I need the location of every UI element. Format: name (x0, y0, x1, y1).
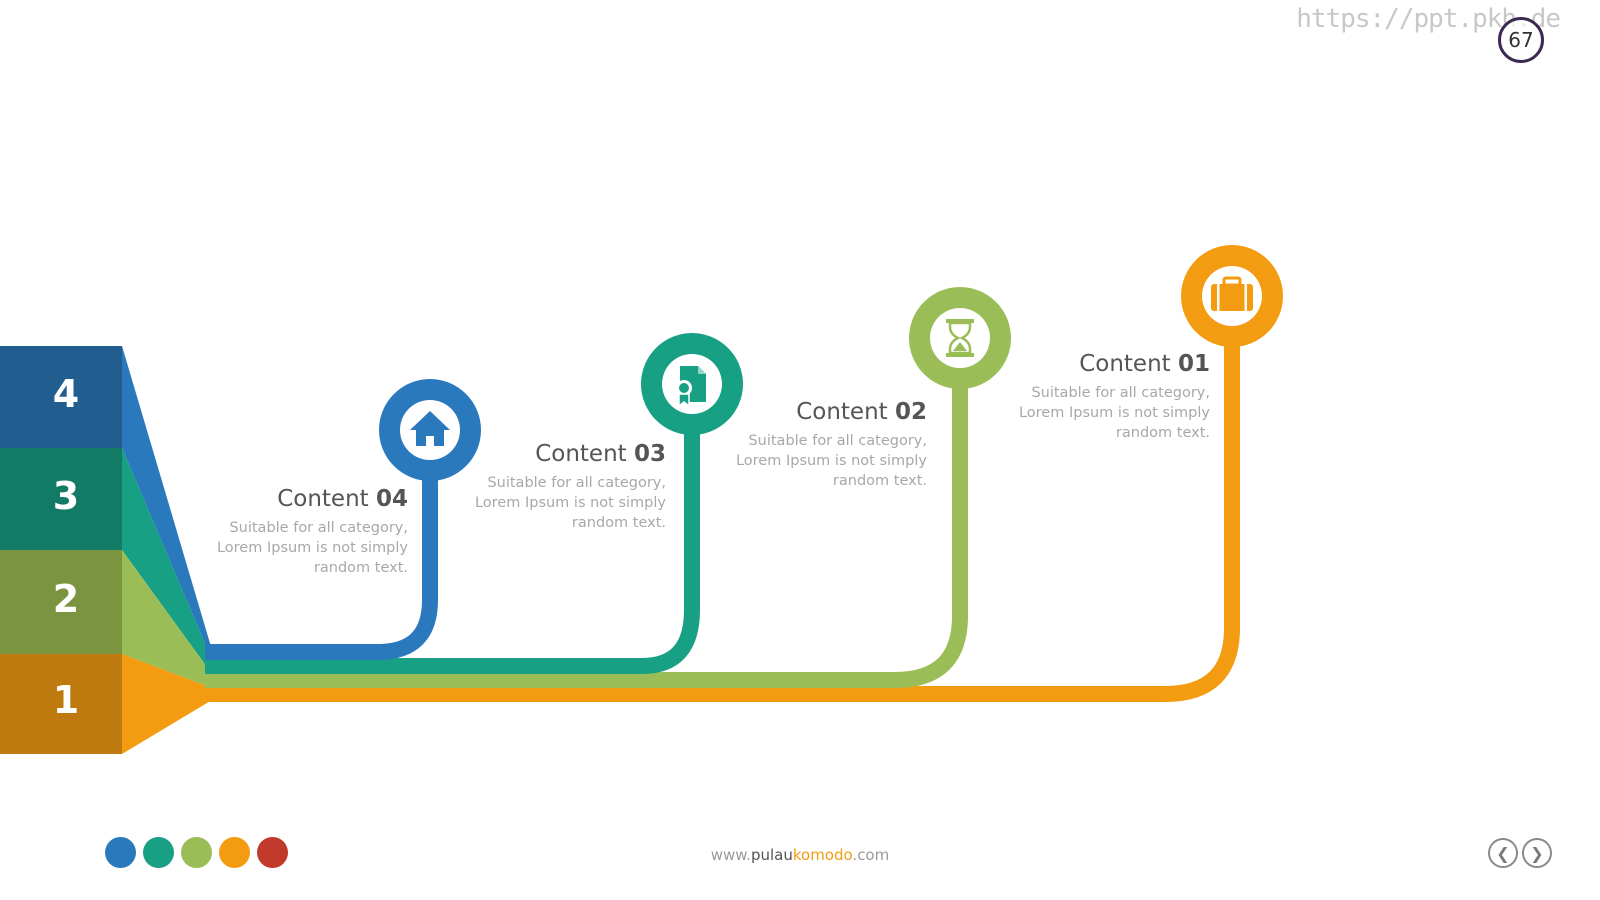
step-number-3: 3 (52, 474, 80, 518)
home-icon (410, 411, 450, 446)
certificate-icon (676, 366, 706, 408)
step-number-1: 1 (52, 678, 80, 722)
step-bar-1 (0, 654, 122, 754)
step-bar-4 (0, 346, 122, 448)
connector-line-01 (205, 296, 1240, 702)
connector-line-02 (205, 338, 968, 688)
content-description: Suitable for all category,Lorem Ipsum is… (1018, 385, 1210, 441)
node-04 (379, 379, 481, 481)
funnel-wedge-1 (122, 654, 212, 754)
hourglass-icon (946, 319, 974, 357)
step-bar-2 (0, 550, 122, 654)
color-dot (143, 837, 174, 868)
funnel-wedge-4 (122, 346, 212, 660)
content-title: Content 02 (796, 399, 927, 425)
node-02 (909, 287, 1011, 389)
content-block-02: Content 02 Suitable for all category,Lor… (697, 399, 927, 491)
node-01 (1181, 245, 1283, 347)
color-dot (257, 837, 288, 868)
content-block-03: Content 03 Suitable for all category,Lor… (436, 441, 666, 533)
content-block-04: Content 04 Suitable for all category,Lor… (178, 486, 408, 578)
content-description: Suitable for all category,Lorem Ipsum is… (735, 433, 927, 489)
content-title: Content 01 (1079, 351, 1210, 377)
color-dots (105, 837, 288, 868)
content-title: Content 04 (277, 486, 408, 512)
connector-line-03 (205, 384, 700, 674)
step-number-4: 4 (52, 372, 80, 416)
step-number-2: 2 (52, 577, 80, 621)
step-bar-3 (0, 448, 122, 550)
funnel-wedge-3 (122, 448, 212, 674)
briefcase-icon (1211, 276, 1253, 311)
node-03 (641, 333, 743, 435)
connector-line-04 (205, 430, 438, 660)
funnel-wedge-2 (122, 550, 212, 688)
next-slide-button[interactable]: ❯ (1522, 838, 1552, 868)
color-dot (181, 837, 212, 868)
content-title: Content 03 (535, 441, 666, 467)
footer-url[interactable]: www.pulaukomodo.com (710, 846, 890, 864)
page-number-badge: 67 (1498, 17, 1544, 63)
content-description: Suitable for all category,Lorem Ipsum is… (474, 475, 666, 531)
color-dot (219, 837, 250, 868)
content-description: Suitable for all category,Lorem Ipsum is… (216, 520, 408, 576)
prev-slide-button[interactable]: ❮ (1488, 838, 1518, 868)
color-dot (105, 837, 136, 868)
content-block-01: Content 01 Suitable for all category,Lor… (980, 351, 1210, 443)
